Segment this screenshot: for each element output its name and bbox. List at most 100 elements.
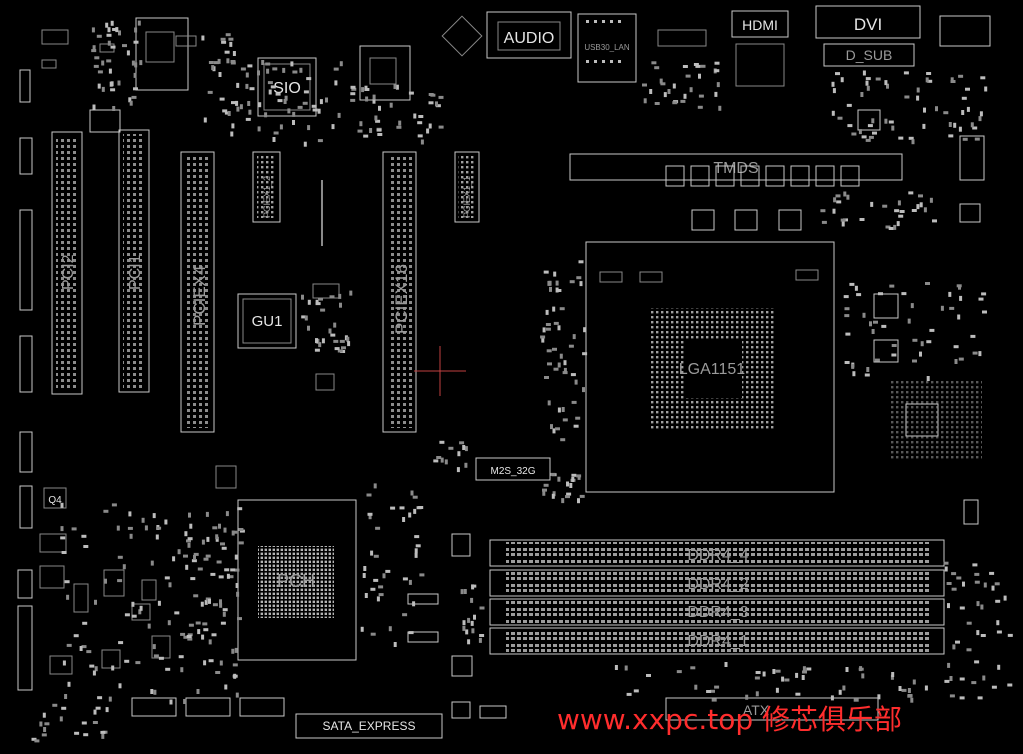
smd-pad (92, 670, 96, 676)
pci2-label: PCI2 (60, 254, 77, 290)
sata-express-connector[interactable] (295, 713, 443, 739)
smd-pad (542, 488, 547, 492)
smd-pad (228, 575, 234, 579)
smd-pad (718, 105, 722, 111)
dvi-connector[interactable] (815, 5, 921, 39)
pciex16-slot[interactable] (382, 151, 417, 433)
smd-pad (467, 639, 471, 645)
hdmi-connector[interactable] (731, 10, 789, 38)
smd-pad (101, 60, 105, 66)
sio-chip[interactable] (257, 57, 317, 117)
smd-pad (680, 99, 686, 103)
smd-pad (299, 67, 303, 73)
smd-pad (471, 584, 475, 590)
smd-pad (219, 602, 223, 608)
smd-pad (239, 104, 243, 110)
smd-pad (178, 655, 184, 659)
smd-pad (393, 642, 397, 647)
smd-pad (547, 400, 551, 406)
smd-pad (870, 201, 874, 207)
pciex1-1-slot[interactable] (454, 151, 480, 223)
ddr4-1-slot[interactable] (489, 627, 945, 655)
smd-pad (556, 289, 562, 292)
smd-pad (408, 512, 412, 518)
smd-pad (562, 418, 568, 422)
smd-pad (334, 347, 340, 351)
smd-pad (378, 593, 384, 597)
smd-pad (208, 598, 211, 604)
smd-pad (97, 83, 101, 89)
smd-pad (248, 109, 252, 115)
smd-pad (847, 124, 853, 128)
dsub-connector[interactable] (823, 43, 915, 67)
smd-pad (210, 572, 216, 576)
smd-pad (832, 88, 836, 94)
gu1-chip[interactable] (237, 293, 297, 349)
smd-pad (351, 87, 357, 91)
smd-pad (944, 566, 948, 572)
sio-area: SIO (257, 45, 411, 117)
ddr4-3-slot[interactable] (489, 598, 945, 626)
smd-pad (420, 139, 424, 145)
smd-pad (436, 456, 442, 459)
smd-pad (920, 341, 924, 347)
usb-lan-connector[interactable] (577, 13, 637, 83)
tmds-bar[interactable] (569, 153, 903, 181)
smd-pad (257, 126, 261, 132)
smd-pad (218, 575, 224, 579)
smd-pad (408, 631, 414, 635)
smd-pad (901, 292, 907, 296)
smd-pad (131, 614, 137, 618)
smd-pad (898, 214, 904, 218)
smd-pad (912, 359, 917, 363)
smd-pad (966, 621, 972, 625)
smd-pad (152, 644, 156, 650)
pci2-slot[interactable] (51, 131, 83, 395)
audio-connector[interactable] (486, 11, 572, 59)
smd-pad (127, 526, 133, 530)
smd-pad (916, 204, 920, 210)
smd-pad (980, 634, 986, 637)
smd-pad (949, 676, 953, 681)
smd-pad (373, 554, 379, 558)
smd-pad (459, 441, 465, 445)
dsub-label: D_SUB (846, 47, 893, 63)
smd-pad (138, 609, 142, 615)
m2-connector[interactable] (475, 457, 551, 481)
smd-pad (891, 344, 897, 347)
smd-pad (128, 511, 132, 517)
smd-pad (550, 424, 553, 430)
smd-pad (224, 50, 230, 54)
smd-pad (236, 106, 240, 112)
smd-pad (896, 221, 900, 227)
smd-pad (923, 107, 926, 113)
smd-pad (695, 64, 701, 68)
smd-pad (966, 648, 972, 652)
pch-chip[interactable] (237, 499, 357, 661)
smd-pad (236, 591, 240, 597)
smd-pad (428, 101, 434, 105)
smd-pad (272, 67, 278, 71)
smd-pad (871, 118, 875, 124)
pciex4-slot[interactable] (180, 151, 215, 433)
lga1151-socket[interactable] (585, 241, 835, 493)
smd-pad (908, 136, 914, 140)
smd-pad (745, 694, 749, 700)
q4-chip[interactable] (43, 487, 67, 509)
smd-pad (320, 308, 326, 312)
pciex1-2-slot[interactable] (252, 151, 281, 223)
smd-pad (851, 363, 855, 369)
smd-pad (465, 629, 469, 635)
smd-pad (555, 287, 559, 293)
smd-pad (232, 674, 238, 678)
pci1-slot[interactable] (118, 129, 150, 393)
smd-pad (919, 351, 922, 357)
atx-connector[interactable] (665, 697, 879, 721)
smd-pad (416, 506, 422, 510)
smd-pad (202, 622, 208, 626)
smd-pad (575, 416, 581, 420)
ddr4-4-slot[interactable] (489, 539, 945, 567)
ddr4-2-slot[interactable] (489, 569, 945, 597)
smd-pad (473, 614, 476, 620)
